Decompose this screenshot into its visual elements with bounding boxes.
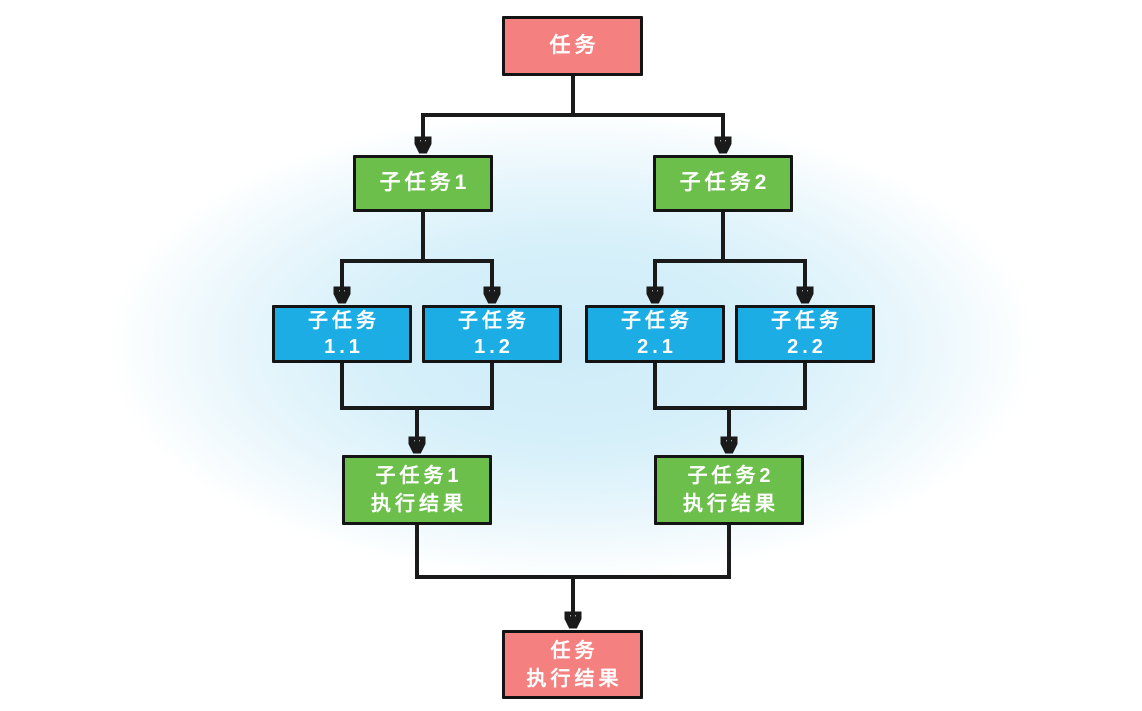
node-subtask-1-1: 子任务 1.1: [272, 305, 412, 363]
node-task-result-label-line1: 任务: [550, 639, 599, 662]
node-subtask-1-2: 子任务 1.2: [422, 305, 562, 363]
connector-subtask2-to-subtask21: [655, 212, 725, 301]
node-subtask1-result-label-line1: 子任务1: [375, 465, 463, 487]
node-task-result: 任务 执行结果: [502, 630, 643, 699]
node-subtask-2-1-label-line1: 子任务: [621, 310, 693, 332]
node-subtask-1-1-label-line2: 1.1: [324, 336, 364, 358]
node-subtask-1-2-label-line1: 子任务: [458, 310, 530, 332]
node-subtask1-label: 子任务1: [379, 171, 471, 195]
connector-merge-subtasks1x: [340, 363, 494, 410]
node-subtask-1-2-label-line2: 1.2: [474, 336, 514, 358]
connector-merge-subtasks2x: [653, 363, 807, 410]
node-subtask2-result-label-line1: 子任务2: [687, 465, 775, 487]
node-subtask-2-2-label-line1: 子任务: [771, 310, 843, 332]
node-subtask2-result: 子任务2 执行结果: [654, 455, 804, 525]
connector-task-to-subtask2: [571, 76, 723, 151]
node-task-label: 任务: [549, 33, 600, 57]
node-subtask-2-2-label-line2: 2.2: [787, 336, 827, 358]
connector-subtask2-to-subtask22: [721, 212, 805, 301]
node-subtask-2-1-label-line2: 2.1: [637, 336, 677, 358]
node-task-result-label-line2: 执行结果: [526, 667, 623, 690]
node-subtask-2-1: 子任务 2.1: [585, 305, 725, 363]
connector-task-to-subtask1: [423, 76, 575, 151]
node-subtask2: 子任务2: [653, 155, 793, 212]
node-subtask-1-1-label-line1: 子任务: [308, 310, 380, 332]
node-subtask-2-2: 子任务 2.2: [735, 305, 875, 363]
connector-subtask1-to-subtask12: [421, 212, 492, 301]
node-subtask1-result-label-line2: 执行结果: [371, 493, 467, 515]
node-task: 任务: [502, 16, 643, 76]
node-subtask2-result-label-line2: 执行结果: [683, 493, 779, 515]
connector-subtask1-to-subtask11: [342, 212, 425, 301]
node-subtask2-label: 子任务2: [679, 171, 771, 195]
connector-merge-results: [415, 525, 731, 579]
node-subtask1: 子任务1: [353, 155, 493, 212]
node-subtask1-result: 子任务1 执行结果: [342, 455, 492, 525]
